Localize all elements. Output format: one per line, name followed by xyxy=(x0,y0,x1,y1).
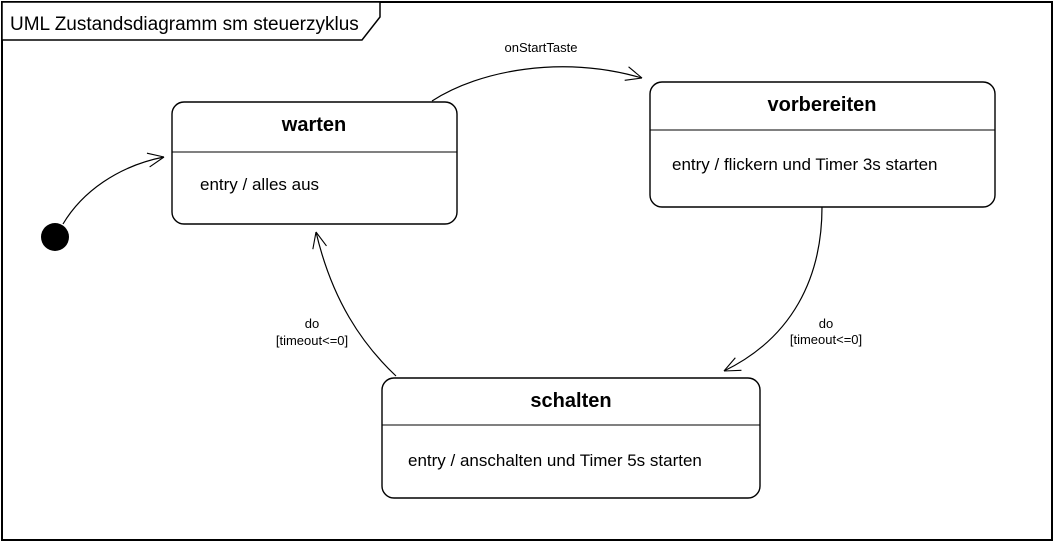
transition-schalten-to-warten[interactable] xyxy=(312,231,397,377)
state-schalten-name: schalten xyxy=(530,390,611,412)
transition-label-onstarttaste: onStartTaste xyxy=(505,40,578,55)
frame-title-tab xyxy=(1,1,381,41)
transition-vorbereiten-to-schalten[interactable] xyxy=(723,206,823,372)
state-warten-entry: entry / alles aus xyxy=(200,175,319,194)
state-vorbereiten-name: vorbereiten xyxy=(768,94,877,116)
transition-guard-timeout-right: [timeout<=0] xyxy=(790,332,862,347)
transition-guard-timeout-left: [timeout<=0] xyxy=(276,333,348,348)
state-vorbereiten-box[interactable] xyxy=(649,81,996,208)
transition-label-do-left: do xyxy=(305,316,319,331)
state-schalten[interactable]: schalten entry / anschalten und Timer 5s… xyxy=(381,377,761,499)
transition-warten-to-vorbereiten[interactable] xyxy=(431,66,643,102)
state-schalten-entry: entry / anschalten und Timer 5s starten xyxy=(408,451,702,470)
state-warten[interactable]: warten entry / alles aus xyxy=(171,101,458,225)
initial-state-node[interactable] xyxy=(41,223,69,251)
state-warten-box[interactable] xyxy=(171,101,458,225)
state-vorbereiten-entry: entry / flickern und Timer 3s starten xyxy=(672,155,938,174)
transition-initial-to-warten[interactable] xyxy=(62,152,165,225)
state-schalten-box[interactable] xyxy=(381,377,761,499)
state-vorbereiten[interactable]: vorbereiten entry / flickern und Timer 3… xyxy=(649,81,996,208)
state-warten-name: warten xyxy=(281,114,346,136)
frame-title: UML Zustandsdiagramm sm steuerzyklus xyxy=(10,14,359,35)
transition-label-do-right: do xyxy=(819,316,833,331)
